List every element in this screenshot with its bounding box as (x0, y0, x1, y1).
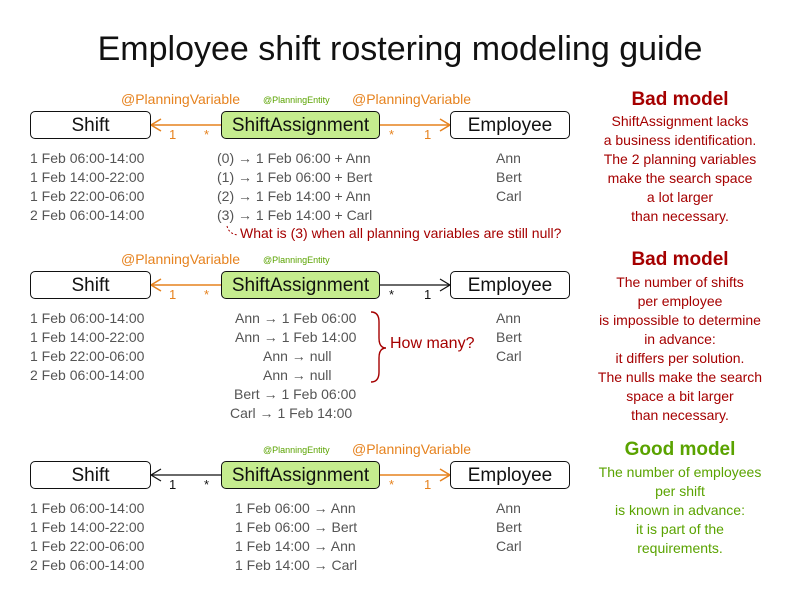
s1-description-line: a business identification. (603, 132, 757, 148)
s2-assignment-row: Ann → null (263, 367, 332, 383)
s2-mult-employee-one: 1 (424, 287, 432, 302)
s3-mult-shift-many: * (204, 477, 210, 492)
s1-assignment-row: (2) → 1 Feb 14:00 + Ann (217, 188, 371, 204)
s1-employee-class-box: Employee (450, 111, 570, 139)
s3-mult-shift-one: 1 (169, 477, 177, 492)
s1-description-line: ShiftAssignment lacks (611, 113, 749, 129)
s3-annotation-planning-entity: @PlanningEntity (263, 445, 330, 455)
s1-shift-row: 1 Feb 14:00-22:00 (30, 169, 145, 185)
s1-shift-row: 2 Feb 06:00-14:00 (30, 207, 145, 223)
s2-assignment-row: Ann → 1 Feb 06:00 (235, 310, 357, 326)
s3-shift-class-box: Shift (30, 461, 151, 489)
s1-description-line: The 2 planning variables (603, 151, 757, 167)
s1-question-pointer (226, 225, 239, 236)
s2-employee-row: Carl (496, 348, 522, 364)
s3-employee-row: Ann (496, 500, 521, 516)
s3-employee-row: Bert (496, 519, 522, 535)
s2-shift-row: 2 Feb 06:00-14:00 (30, 367, 145, 383)
s3-assignment-row: 1 Feb 14:00 → Carl (235, 557, 358, 573)
s1-arrowhead-shift (149, 118, 162, 132)
s2-mult-shift-many: * (204, 287, 210, 302)
s3-assignment-row: 1 Feb 06:00 → Bert (235, 519, 358, 535)
how-many-note: How many? (390, 335, 475, 352)
s1-verdict: Bad model (631, 89, 729, 110)
s3-employee-row: Carl (496, 538, 522, 554)
s2-shift-row: 1 Feb 22:00-06:00 (30, 348, 145, 364)
s3-arrowhead-shift (149, 468, 162, 482)
how-many-brace (370, 311, 387, 383)
s1-description: ShiftAssignment lacks a business identif… (580, 112, 780, 226)
s1-annotation-shift-variable: @PlanningVariable (121, 91, 241, 107)
s1-assignment-row: (1) → 1 Feb 06:00 + Bert (217, 169, 373, 185)
s3-description-line: per shift (655, 483, 705, 499)
s3-shiftassignment-class-box: ShiftAssignment (221, 461, 380, 489)
s3-description-line: it is part of the (636, 521, 724, 537)
s2-mult-shift-one: 1 (169, 287, 177, 302)
s2-annotation-shift-variable: @PlanningVariable (121, 251, 241, 267)
s3-annotation-employee-variable: @PlanningVariable (352, 441, 472, 457)
s2-shift-row: 1 Feb 06:00-14:00 (30, 310, 145, 326)
s1-mult-employee-one: 1 (424, 127, 432, 142)
s2-description-line: per employee (637, 293, 723, 309)
s3-employee-class-box: Employee (450, 461, 570, 489)
s3-shift-row: 1 Feb 06:00-14:00 (30, 500, 145, 516)
s3-assignment-row: 1 Feb 06:00 → Ann (235, 500, 356, 516)
s1-shift-row: 1 Feb 06:00-14:00 (30, 150, 145, 166)
s1-assignment-row: (3) → 1 Feb 14:00 + Carl (217, 207, 373, 223)
s1-mult-shift-one: 1 (169, 127, 177, 142)
s3-assignment-row: 1 Feb 14:00 → Ann (235, 538, 356, 554)
s1-shift-class-box: Shift (30, 111, 151, 139)
page-title: Employee shift rostering modeling guide (97, 30, 703, 68)
s1-employee-row: Ann (496, 150, 521, 166)
s3-description-line: is known in advance: (615, 502, 745, 518)
s1-annotation-employee-variable: @PlanningVariable (352, 91, 472, 107)
s2-description: The number of shifts per employee is imp… (575, 273, 785, 425)
s3-shift-row: 2 Feb 06:00-14:00 (30, 557, 145, 573)
s1-employee-row: Carl (496, 188, 522, 204)
s2-employee-row: Ann (496, 310, 521, 326)
s3-shift-row: 1 Feb 14:00-22:00 (30, 519, 145, 535)
s2-verdict: Bad model (631, 249, 729, 270)
s2-description-line: The number of shifts (616, 274, 744, 290)
s2-assignment-row: Ann → null (263, 348, 332, 364)
s2-description-line: in advance: (644, 331, 716, 347)
s3-verdict: Good model (624, 439, 736, 460)
s2-shift-row: 1 Feb 14:00-22:00 (30, 329, 145, 345)
s2-arrowhead-shift (149, 278, 162, 292)
s2-description-line: The nulls make the search (597, 369, 763, 385)
s1-question-note: What is (3) when all planning variables … (240, 225, 562, 241)
s2-employee-row: Bert (496, 329, 522, 345)
s3-description: The number of employees per shift is kno… (580, 463, 780, 558)
s1-description-line: make the search space (607, 170, 753, 186)
s1-mult-employee-many: * (389, 127, 395, 142)
s3-shift-row: 1 Feb 22:00-06:00 (30, 538, 145, 554)
s2-description-line: it differs per solution. (615, 350, 745, 366)
s1-description-line: a lot larger (646, 189, 714, 205)
s1-annotation-planning-entity: @PlanningEntity (263, 95, 330, 105)
s2-shift-class-box: Shift (30, 271, 151, 299)
s1-shiftassignment-class-box: ShiftAssignment (221, 111, 380, 139)
s2-description-line: space a bit larger (626, 388, 734, 404)
s1-mult-shift-many: * (204, 127, 210, 142)
s2-shiftassignment-class-box: ShiftAssignment (221, 271, 380, 299)
s2-assignment-row: Carl → 1 Feb 14:00 (230, 405, 353, 421)
s2-description-line: is impossible to determine (599, 312, 761, 328)
s3-mult-employee-one: 1 (424, 477, 432, 492)
s2-mult-employee-many: * (389, 287, 395, 302)
s2-employee-class-box: Employee (450, 271, 570, 299)
s1-shift-row: 1 Feb 22:00-06:00 (30, 188, 145, 204)
s1-description-line: than necessary. (631, 208, 729, 224)
s2-annotation-planning-entity: @PlanningEntity (263, 255, 330, 265)
s1-assignment-row: (0) → 1 Feb 06:00 + Ann (217, 150, 371, 166)
s2-assignment-row: Bert → 1 Feb 06:00 (234, 386, 357, 402)
s1-employee-row: Bert (496, 169, 522, 185)
s3-description-line: The number of employees (598, 464, 762, 480)
s2-description-line: than necessary. (631, 407, 729, 423)
s2-assignment-row: Ann → 1 Feb 14:00 (235, 329, 357, 345)
s3-mult-employee-many: * (389, 477, 395, 492)
s3-description-line: requirements. (637, 540, 723, 556)
